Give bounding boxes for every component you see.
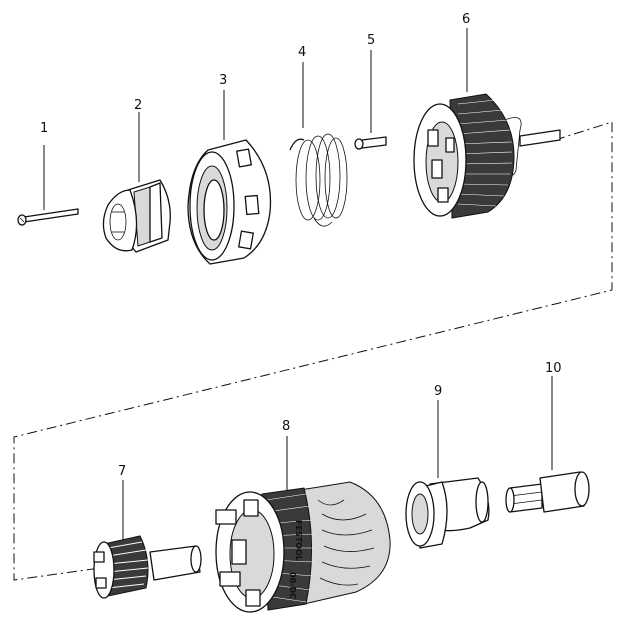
callout-3: 3 bbox=[219, 73, 227, 88]
brand-label: FESTOOL bbox=[294, 520, 303, 561]
callout-7: 7 bbox=[118, 464, 126, 479]
part-8-chuck-body: 8 FESTOOL 00-DC bbox=[215, 419, 391, 613]
part-6-knurled-head: 6 bbox=[413, 12, 561, 219]
part-5-pin: 5 bbox=[354, 33, 387, 150]
callout-6: 6 bbox=[462, 12, 470, 27]
part-2-collet: 2 bbox=[102, 98, 171, 253]
part-3-sleeve-ring: 3 bbox=[187, 73, 272, 265]
callout-9: 9 bbox=[434, 384, 442, 399]
part-4-spring: 4 bbox=[289, 45, 348, 227]
part-9-adapter-sleeve: 9 bbox=[405, 384, 490, 549]
callout-1: 1 bbox=[40, 121, 48, 136]
part-1-screw: 1 bbox=[17, 121, 79, 226]
callout-4: 4 bbox=[298, 45, 306, 60]
part-10-hex-bit-holder: 10 bbox=[505, 361, 590, 513]
part-7-threaded-spindle: 7 bbox=[93, 464, 202, 599]
assembly-axis-line bbox=[13, 121, 613, 581]
callout-5: 5 bbox=[367, 33, 375, 48]
callout-8: 8 bbox=[282, 419, 290, 434]
callout-2: 2 bbox=[134, 98, 142, 113]
part-code-label: 00-DC bbox=[288, 572, 297, 599]
callout-10: 10 bbox=[545, 361, 562, 376]
